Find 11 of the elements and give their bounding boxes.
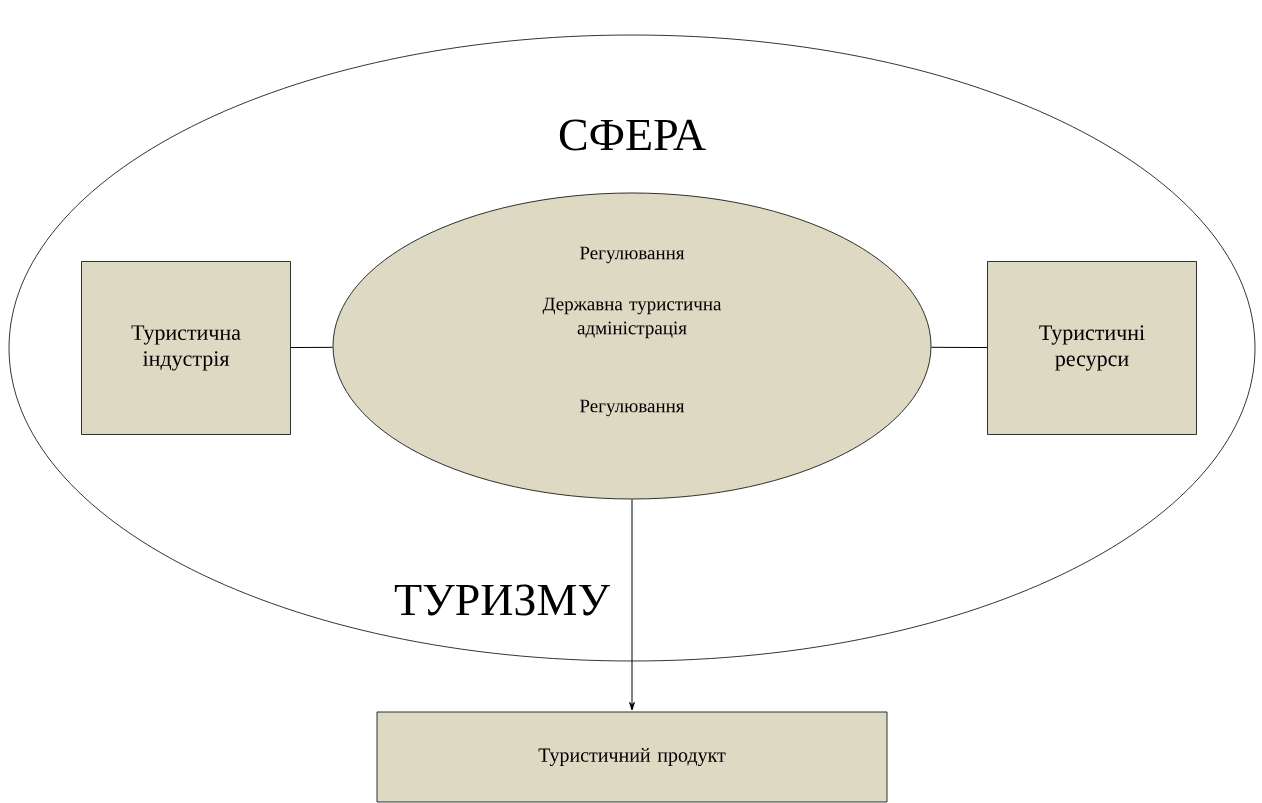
oval-text: Регулювання bbox=[580, 246, 685, 264]
oval-text: Державна туристична адміністрація bbox=[542, 297, 722, 339]
heading: ТУРИЗМУ bbox=[394, 584, 610, 616]
process-box: Туристична індустрія bbox=[81, 261, 291, 435]
heading: СФЕРА bbox=[559, 119, 706, 151]
connector-line bbox=[930, 346, 988, 349]
connector-line bbox=[290, 346, 334, 349]
process-box: Туристичні ресурси bbox=[987, 261, 1197, 435]
oval-text: Регулювання bbox=[580, 399, 685, 417]
arrow bbox=[629, 498, 635, 711]
process-box: Туристичний продукт bbox=[376, 711, 888, 803]
